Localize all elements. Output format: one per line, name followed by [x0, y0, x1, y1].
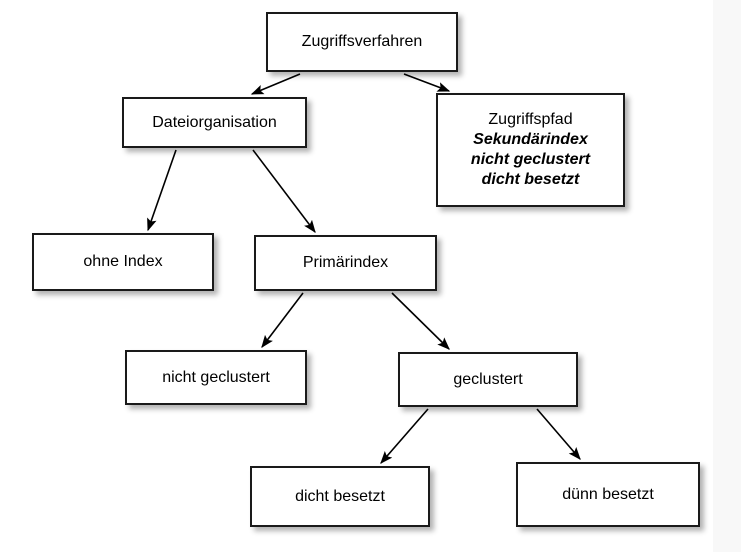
node-duenn-besetzt[interactable]: dünn besetzt — [516, 462, 700, 527]
node-dicht-besetzt[interactable]: dicht besetzt — [250, 466, 430, 527]
edge-dateiorganisation-to-ohne-index — [147, 149, 177, 232]
node-zugriffsverfahren-line-0: Zugriffsverfahren — [301, 33, 423, 50]
node-geclustert-line-0: geclustert — [453, 370, 523, 388]
edge-geclustert-to-dicht-besetzt — [380, 408, 429, 464]
node-zugriffsverfahren[interactable]: Zugriffsverfahren — [266, 12, 458, 72]
node-dicht-besetzt-line-0: dicht besetzt — [295, 487, 385, 505]
node-primaerindex-line-0: Primärindex — [302, 254, 389, 271]
node-zugriffspfad-line-0: Zugriffspfad — [488, 111, 573, 128]
edge-dateiorganisation-to-primaerindex — [252, 149, 316, 234]
edge-zugriffsverfahren-to-zugriffspfad — [403, 73, 451, 92]
edge-geclustert-to-duenn-besetzt — [536, 408, 581, 460]
edge-primaerindex-to-nicht-geclustert — [261, 292, 304, 349]
node-ohne-index-line-0: ohne Index — [83, 253, 163, 270]
right-margin-strip — [713, 0, 741, 552]
node-ohne-index[interactable]: ohne Index — [32, 233, 214, 291]
node-zugriffspfad-line-2: nicht geclustert — [470, 151, 591, 168]
node-dateiorganisation[interactable]: Dateiorganisation — [122, 97, 307, 148]
node-dateiorganisation-line-0: Dateiorganisation — [152, 113, 277, 131]
node-duenn-besetzt-line-0: dünn besetzt — [562, 485, 654, 503]
node-zugriffspfad-line-3: dicht besetzt — [481, 171, 580, 188]
node-primaerindex[interactable]: Primärindex — [254, 235, 437, 291]
node-nicht-geclustert-line-0: nicht geclustert — [162, 368, 270, 386]
node-zugriffspfad-line-1: Sekundärindex — [473, 131, 588, 148]
node-geclustert[interactable]: geclustert — [398, 352, 578, 407]
node-nicht-geclustert[interactable]: nicht geclustert — [125, 350, 307, 405]
edge-primaerindex-to-geclustert — [391, 292, 450, 350]
edge-zugriffsverfahren-to-dateiorganisation — [250, 73, 301, 95]
